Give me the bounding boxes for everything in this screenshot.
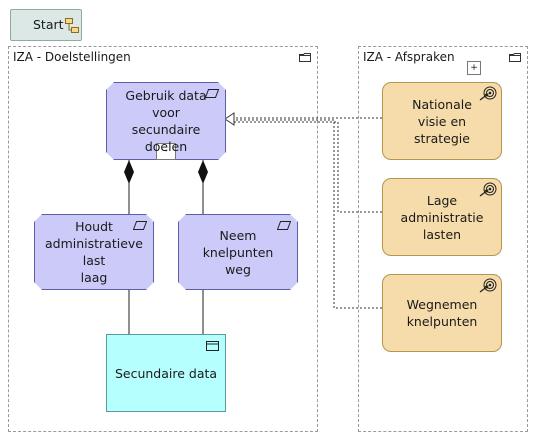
- goal-label-line: secundaire doelen: [131, 122, 201, 154]
- agreement-nationale-visie[interactable]: Nationale visie en strategie: [382, 82, 502, 160]
- expand-toggle[interactable]: +: [467, 61, 481, 75]
- outcome-target-icon: [479, 278, 497, 293]
- goal-label-line: Neem knelpunten: [202, 227, 274, 260]
- outcome-target-icon: [479, 182, 497, 197]
- agreement-wegnemen-knelpunten[interactable]: Wegnemen knelpunten: [382, 274, 502, 352]
- data-object-secundaire-data[interactable]: Secundaire data: [106, 334, 226, 412]
- agreement-label-line: Wegnemen: [406, 297, 478, 312]
- agreement-label-line: Nationale: [412, 96, 472, 112]
- goal-gebruik-data[interactable]: Gebruik data voor secundaire doelen -: [106, 82, 226, 160]
- goal-houdt-administratieve-last[interactable]: Houdt administratieve last laag: [34, 214, 154, 290]
- goal-icon: [133, 221, 147, 230]
- start-element[interactable]: Start: [10, 9, 82, 41]
- composition-diamond-left: [124, 160, 134, 184]
- agreement-label-line: visie en strategie: [414, 113, 470, 146]
- goal-label-line: Houdt: [75, 219, 113, 234]
- group-afspraken-label: IZA - Afspraken: [363, 50, 455, 64]
- data-object-label: Secundaire data: [114, 365, 218, 381]
- agreement-lage-administratie-lasten[interactable]: Lage administratie lasten: [382, 178, 502, 256]
- folder-icon: [509, 53, 521, 62]
- process-icon: [65, 18, 79, 33]
- goal-neem-knelpunten-weg[interactable]: Neem knelpunten weg: [178, 214, 298, 290]
- group-doelstellingen-label: IZA - Doelstellingen: [13, 50, 131, 64]
- group-doelstellingen[interactable]: IZA - Doelstellingen: [8, 46, 318, 432]
- folder-icon: [299, 53, 311, 62]
- agreement-label-line: lasten: [422, 226, 462, 242]
- goal-icon: [277, 221, 291, 230]
- collapse-toggle[interactable]: -: [156, 143, 176, 160]
- group-afspraken[interactable]: IZA - Afspraken +: [358, 46, 528, 432]
- goal-label-line: weg: [225, 261, 251, 277]
- agreement-label-line: knelpunten: [406, 314, 478, 329]
- relation-line-2: [232, 121, 382, 213]
- outcome-target-icon: [479, 86, 497, 101]
- agreement-label-line: administratie: [400, 209, 484, 225]
- composition-diamond-right: [198, 160, 208, 184]
- relation-arrowhead: [224, 112, 235, 126]
- agreement-label-line: Lage: [426, 192, 458, 208]
- goal-label-line: Gebruik data voor: [125, 88, 207, 120]
- goal-label-line: administratieve last: [44, 236, 143, 268]
- goal-icon: [205, 89, 219, 98]
- relation-line-3: [232, 119, 382, 309]
- start-label: Start: [33, 17, 64, 32]
- goal-label-line: laag: [80, 270, 108, 285]
- data-object-icon: [206, 341, 219, 351]
